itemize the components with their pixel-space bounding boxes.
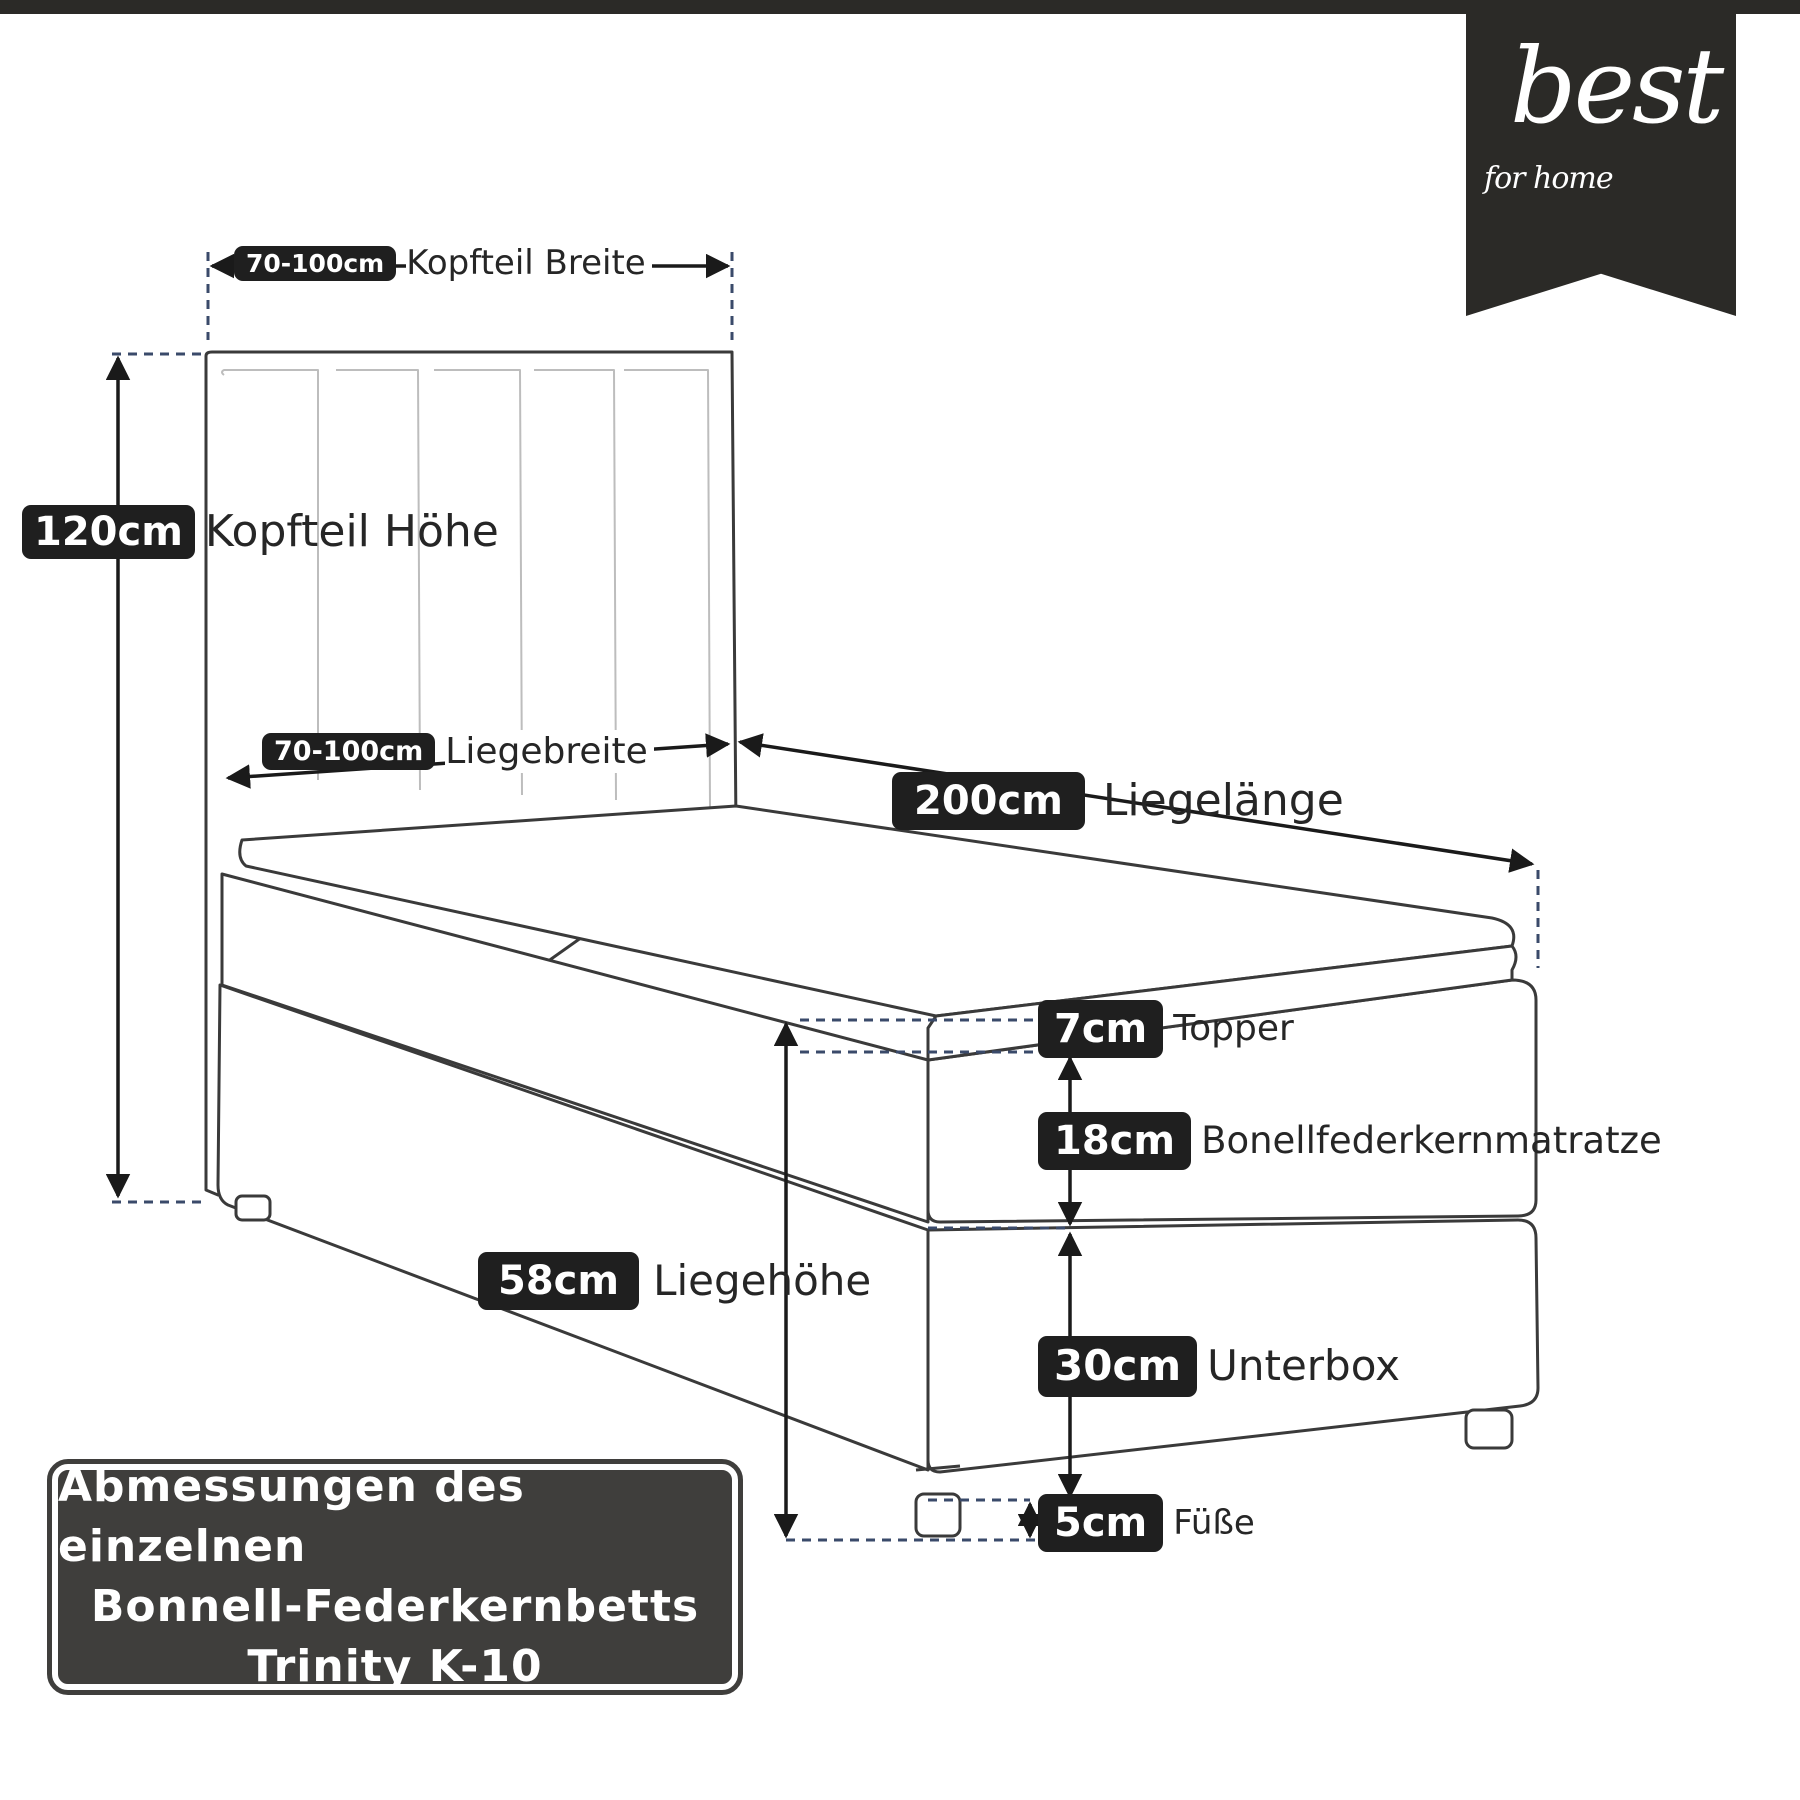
dim-topper: 7cm Topper	[1038, 1000, 1294, 1058]
dim-mattress: 18cm Bonellfederkernmatratze	[1038, 1112, 1662, 1170]
dimension-label: Liegebreite	[445, 730, 654, 774]
logo-wordmark: best	[1510, 25, 1724, 147]
dimension-label: Topper	[1173, 1008, 1294, 1050]
value-badge: 70-100cm	[262, 732, 436, 771]
title-line-2: Bonnell-Federkernbetts	[90, 1581, 700, 1632]
dimension-label: Liegelänge	[1102, 774, 1344, 826]
brand-logo: best for home	[1466, 14, 1736, 316]
value-badge: 5cm	[1038, 1494, 1164, 1552]
arrow-sleeping-length	[737, 733, 1535, 873]
value-badge: 30cm	[1038, 1336, 1198, 1397]
dim-feet: 5cm Füße	[1038, 1494, 1255, 1552]
mattress-side	[220, 872, 930, 1224]
extension-lines	[112, 252, 1540, 1542]
value-badge: 120cm	[22, 505, 195, 559]
dim-headboard-width: 70-100cm Kopfteil Breite	[234, 243, 652, 284]
dim-headboard-height: 120cm Kopfteil Höhe	[22, 505, 499, 559]
dim-sleeping-height: 58cm Liegehöhe	[478, 1252, 871, 1310]
foot-front-left	[914, 1492, 962, 1538]
dim-base-box: 30cm Unterbox	[1038, 1336, 1400, 1397]
dim-sleeping-width: 70-100cm Liegebreite	[262, 730, 654, 774]
value-badge: 70-100cm	[234, 245, 397, 282]
headboard-panels	[221, 369, 711, 809]
value-badge: 200cm	[892, 772, 1085, 830]
value-badge: 7cm	[1038, 1000, 1164, 1058]
value-badge: 58cm	[478, 1252, 640, 1310]
logo-tagline: for home	[1484, 161, 1614, 196]
base-box-side	[216, 983, 930, 1472]
top-bar	[0, 0, 1800, 14]
title-box: Abmessungen des einzelnen Bonnell-Federk…	[47, 1459, 743, 1695]
dimension-label: Kopfteil Breite	[406, 243, 652, 284]
value-badge: 18cm	[1038, 1112, 1192, 1170]
dimension-label: Kopfteil Höhe	[204, 505, 499, 557]
dimension-label: Bonellfederkernmatratze	[1201, 1118, 1662, 1162]
dimension-label: Füße	[1173, 1502, 1255, 1543]
dim-sleeping-length: 200cm Liegelänge	[892, 772, 1344, 830]
foot-front-right	[1464, 1408, 1514, 1450]
dimension-label: Liegehöhe	[653, 1255, 872, 1305]
title-line-1: Abmessungen des einzelnen	[58, 1461, 525, 1572]
dimension-label: Unterbox	[1207, 1341, 1400, 1391]
foot-back-left	[234, 1194, 272, 1222]
title-line-3: Trinity K-10	[247, 1641, 543, 1692]
